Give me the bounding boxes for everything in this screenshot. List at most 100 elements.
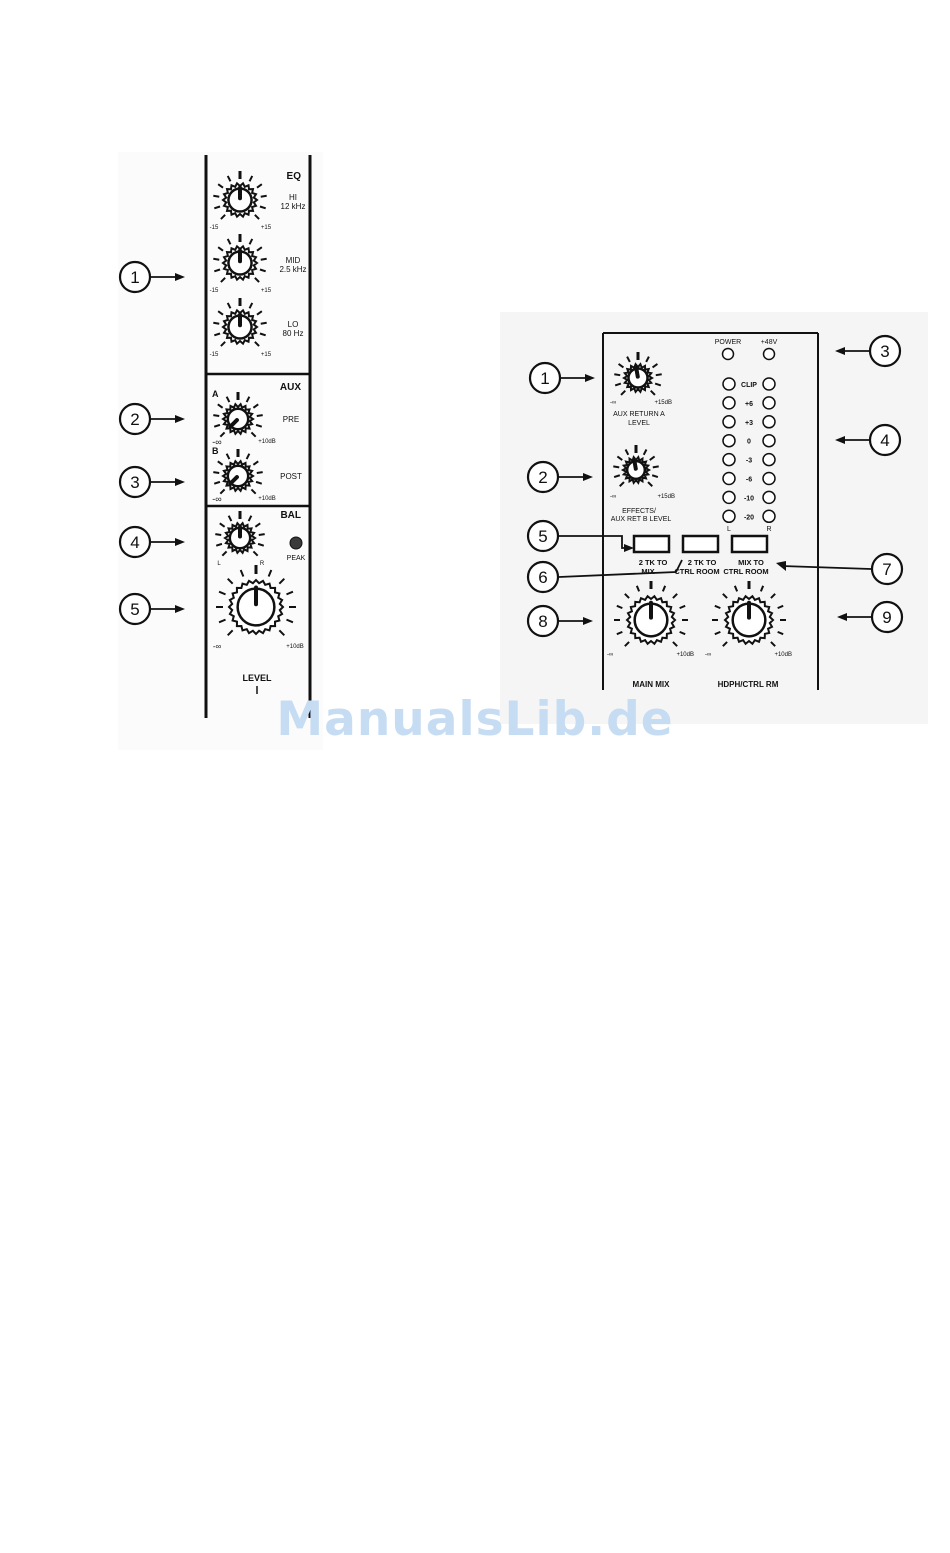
meter-led-left [722,396,736,410]
knob-tick [258,533,265,537]
meter-led-right [762,415,776,429]
aux-return-a-knob [614,352,662,396]
knob-tick [770,641,776,647]
knob-tick [217,460,224,466]
knob-tick [245,453,251,460]
arrow-head [175,605,185,613]
aux-scale-min: -∞ [212,437,221,447]
eq-knob-freq: 80 Hz [283,329,304,338]
eq-scale-min: -15 [210,225,219,231]
right-callout-1: 1 [528,361,595,395]
bal-scale-min: L [217,561,221,567]
main-mix-label: MAIN MIX [633,680,671,689]
callout-number: 9 [882,608,891,627]
knob-tick [672,641,678,647]
callout-circle [118,592,152,626]
meter-led-right [762,509,776,524]
bal-scale-max: R [260,561,265,567]
aux-knob-label: PRE [283,415,299,424]
knob-tick [620,390,626,396]
knob-tick [672,593,678,599]
meter-led-left [722,433,736,448]
knob-tick [256,471,263,475]
knob-tick [661,585,667,592]
leader-5-head [624,544,634,552]
switch-label: MIX TO [738,558,764,567]
callout-number: 7 [882,560,891,579]
arrow-head [835,347,845,355]
hdph-max: +10dB [774,652,792,658]
meter-led-right [762,490,776,505]
meter-label: +3 [745,420,753,427]
left-callout-4: 4 [118,525,185,559]
callout-circle [870,600,904,634]
knob-tick [613,474,621,479]
aux-return-a-label-2: LEVEL [628,420,650,427]
right-callout-4: 4 [835,423,902,457]
knob-tick [260,321,267,325]
aux-letter: A [212,389,219,399]
knob-tick [213,471,220,475]
callout-circle [526,519,560,553]
eq-scale-min: -15 [210,352,219,358]
knob-tick [245,396,251,403]
knob-tick [614,382,622,387]
knob-tick [256,183,263,189]
knob-tick [278,629,285,636]
knob-tick [220,214,226,220]
power-label: POWER [715,339,741,346]
knob-tick [213,194,220,198]
switch-label: 2 TK TO [639,558,668,567]
effects-b-max: +15dB [657,494,675,500]
right-callout-6: 6 [526,560,560,594]
knob-tick [252,460,259,466]
knob-tick [777,630,784,636]
callout-number: 4 [880,431,889,450]
eq-scale-max: +15 [261,352,272,358]
knob-tick [616,455,623,461]
peak-label: PEAK [287,555,306,562]
meter-label: CLIP [741,382,757,389]
left-callout-2: 2 [118,402,185,436]
knob-tick [652,465,659,469]
meter-label: +6 [745,401,753,408]
aux-knob-b [213,449,263,495]
left-panel-bg [118,152,323,750]
knob-tick [759,585,765,592]
knob-tick [259,205,266,210]
phantom-label: +48V [761,339,778,346]
knob-tick [651,474,659,479]
knob-tick [254,341,260,347]
arrow-head [583,473,593,481]
eq-knob-name: MID [286,256,301,265]
leader-7 [781,565,872,570]
knob-tick [213,480,221,485]
hdph-min: -∞ [705,652,711,658]
knob-tick [642,449,648,456]
knob-tick [215,533,222,537]
knob-tick [259,268,266,273]
aux-scale-min: -∞ [212,494,221,504]
arrow-head [175,478,185,486]
main-mix-knob [614,581,688,647]
knob-tick [256,310,263,316]
knob-pointer [228,475,239,486]
knob-tick [252,403,259,409]
aux-knob-label: POST [280,472,302,481]
knob-tick [214,332,221,337]
callout-number: 1 [130,268,139,287]
meter-led-right [762,471,776,486]
hdph-knob [712,581,786,647]
knob-tick [733,585,739,592]
knob-tick [624,449,630,456]
knob-tick [616,604,623,610]
knob-pointer [228,418,239,429]
left-callout-3: 3 [118,465,185,499]
eq-scale-max: +15 [261,225,272,231]
eq-knob-freq: 12 kHz [281,202,306,211]
knob-tick [770,593,776,599]
bal-knob [215,511,265,557]
arrow-head [175,538,185,546]
